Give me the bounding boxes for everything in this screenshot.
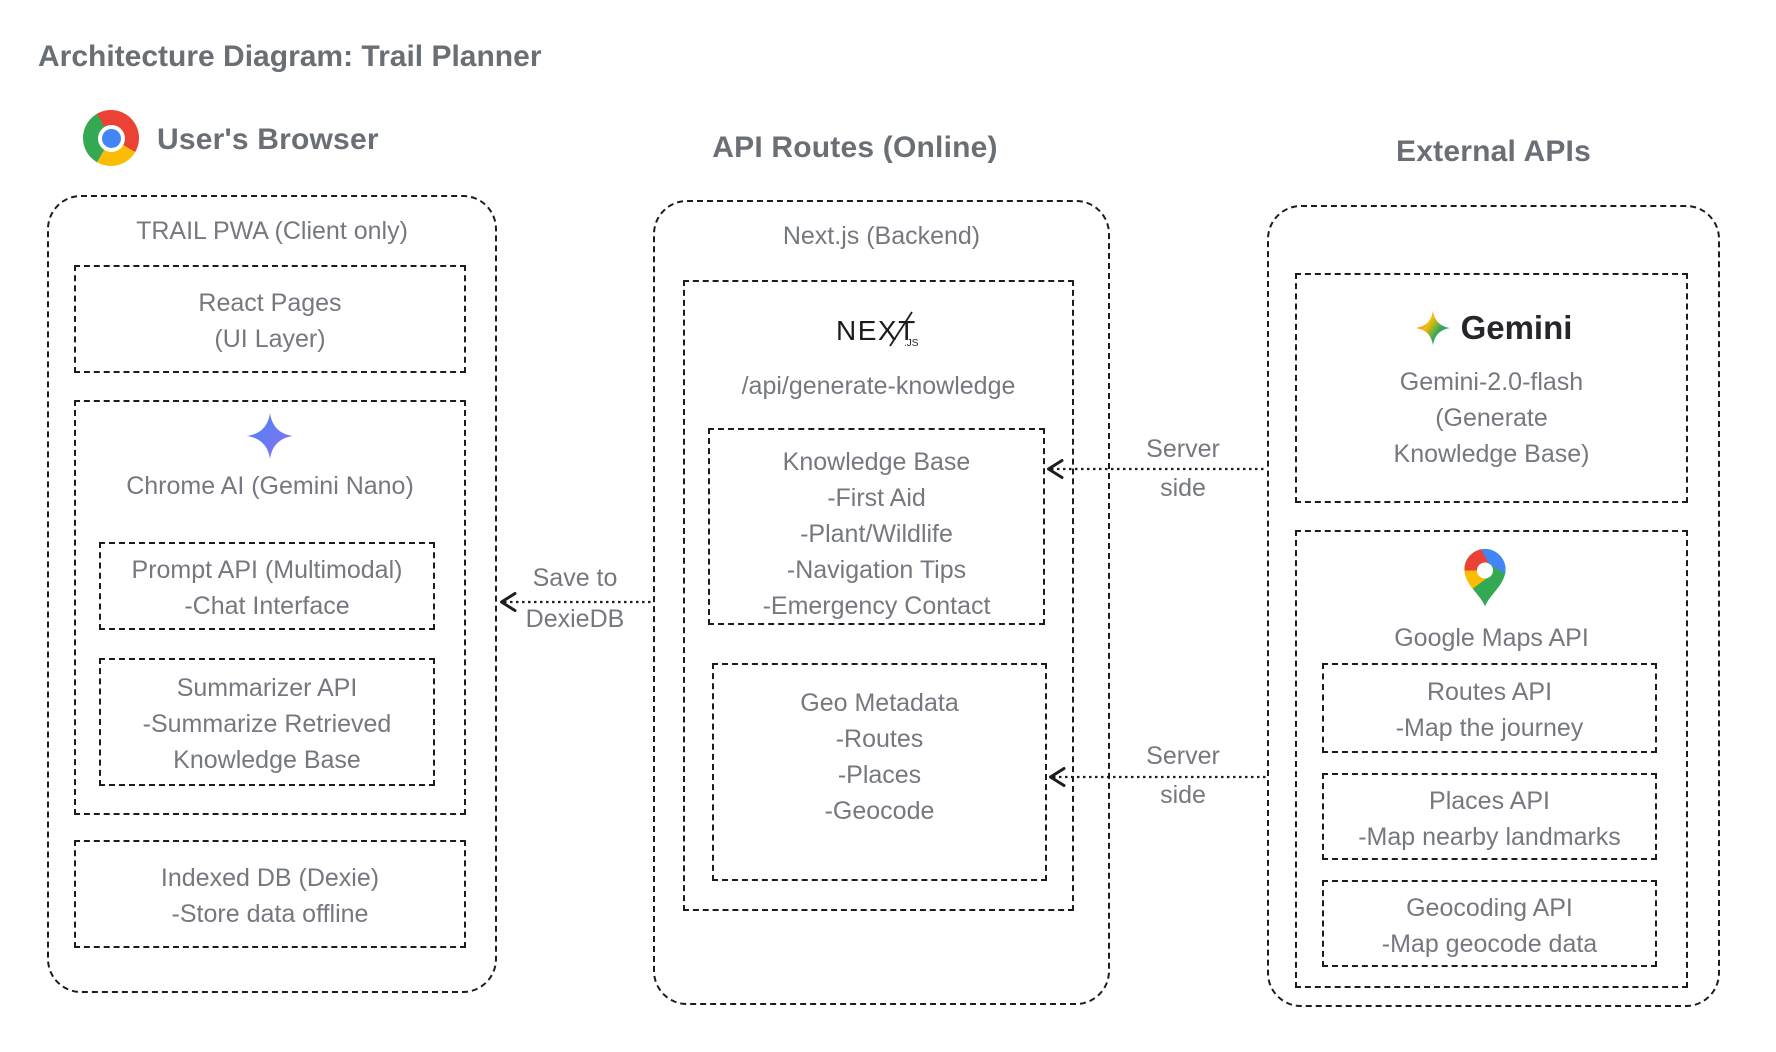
api-routes-container: [653, 200, 1110, 1005]
google-maps-pin-icon: [1464, 549, 1506, 607]
chrome-ai-box: [74, 400, 466, 815]
summarizer-line2: -Summarize Retrieved: [142, 710, 392, 738]
indexeddb-line2: -Store data offline: [171, 900, 369, 928]
nextjs-logo: NEXT .JS: [836, 311, 919, 349]
routes-api-box: Routes API -Map the journey: [1322, 663, 1657, 753]
gemini-model-line3: Knowledge Base): [1393, 440, 1590, 468]
server-side-label1-line1: Server: [1146, 435, 1220, 463]
nextjs-inner-box: [683, 280, 1074, 911]
prompt-api-line2: -Chat Interface: [184, 592, 350, 620]
prompt-api-line1: Prompt API (Multimodal): [131, 556, 403, 584]
react-pages-line2: (UI Layer): [214, 325, 326, 353]
prompt-api-box: Prompt API (Multimodal) -Chat Interface: [99, 542, 435, 630]
geo-item: -Geocode: [824, 797, 935, 825]
geocoding-api-box: Geocoding API -Map geocode data: [1322, 880, 1657, 967]
knowledge-item: -Emergency Contact: [762, 592, 991, 620]
geo-metadata-box: Geo Metadata -Routes -Places -Geocode: [712, 663, 1047, 881]
column-header-external-apis: External APIs: [1396, 135, 1591, 168]
routes-api-line1: Routes API: [1426, 678, 1553, 706]
google-maps-label: Google Maps API: [1394, 624, 1589, 652]
gemini-wordmark: Gemini: [1460, 309, 1573, 346]
column-header-api-routes: API Routes (Online): [712, 131, 998, 164]
chrome-icon: [83, 110, 139, 166]
geo-item: -Places: [837, 761, 922, 789]
google-maps-box: [1295, 530, 1688, 988]
places-api-line2: -Map nearby landmarks: [1358, 822, 1621, 851]
geo-item: -Routes: [835, 725, 924, 753]
summarizer-line3: Knowledge Base: [173, 746, 361, 774]
routes-api-line2: -Map the journey: [1395, 714, 1584, 742]
chrome-ai-label: Chrome AI (Gemini Nano): [126, 472, 414, 500]
knowledge-item: -Navigation Tips: [786, 556, 967, 584]
knowledge-item: -First Aid: [827, 484, 926, 512]
gemini-model-line2: (Generate: [1435, 404, 1548, 432]
trail-pwa-label: TRAIL PWA (Client only): [136, 217, 408, 245]
knowledge-base-title: Knowledge Base: [782, 448, 971, 476]
svg-text:NEXT: NEXT: [836, 315, 917, 346]
summarizer-api-box: Summarizer API -Summarize Retrieved Know…: [99, 658, 435, 786]
indexeddb-line1: Indexed DB (Dexie): [160, 864, 380, 892]
knowledge-item: -Plant/Wildlife: [800, 520, 953, 548]
places-api-line1: Places API: [1429, 786, 1550, 815]
external-apis-container: [1267, 205, 1720, 1007]
chrome-icon-center: [101, 128, 121, 148]
save-to-dexiedb-label-line1: Save to: [532, 564, 618, 592]
save-to-dexiedb-label-line2: DexieDB: [525, 605, 625, 633]
server-side-label2-line1: Server: [1146, 742, 1220, 770]
geocoding-api-line2: -Map geocode data: [1381, 929, 1598, 958]
server-side-label1-line2: side: [1160, 474, 1206, 502]
api-endpoint-label: /api/generate-knowledge: [741, 372, 1016, 400]
summarizer-line1: Summarizer API: [176, 674, 358, 702]
column-header-users-browser: User's Browser: [157, 123, 379, 156]
react-pages-box: React Pages (UI Layer): [74, 265, 466, 373]
trail-pwa-container: [47, 195, 497, 993]
gemini-model-line1: Gemini-2.0-flash: [1399, 368, 1584, 396]
knowledge-base-box: Knowledge Base -First Aid -Plant/Wildlif…: [708, 428, 1045, 625]
geocoding-api-line1: Geocoding API: [1406, 893, 1573, 922]
indexeddb-box: Indexed DB (Dexie) -Store data offline: [74, 840, 466, 948]
gemini-box: Gemini Gemini-2.0-flash (Generate Knowle…: [1295, 273, 1688, 503]
gemini-star-icon: [1415, 310, 1450, 346]
server-side-label2-line2: side: [1160, 781, 1206, 809]
page-title: Architecture Diagram: Trail Planner: [38, 40, 542, 73]
gemini-sparkle-icon: [246, 412, 294, 460]
react-pages-line1: React Pages: [198, 289, 342, 317]
nextjs-backend-label: Next.js (Backend): [782, 222, 981, 250]
places-api-box: Places API -Map nearby landmarks: [1322, 773, 1657, 860]
svg-text:.JS: .JS: [904, 338, 919, 349]
geo-metadata-title: Geo Metadata: [800, 689, 959, 717]
